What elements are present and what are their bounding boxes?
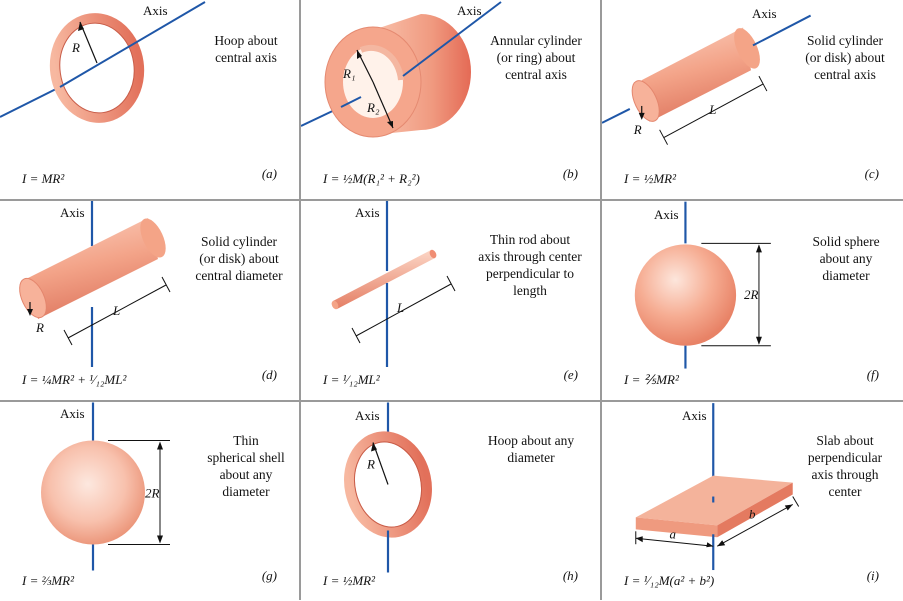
annular-cylinder-figure: R₁ R₂	[301, 1, 502, 138]
depth-b-label: b	[749, 506, 756, 521]
shape-caption: Solid cylinder (or disk) about central a…	[805, 33, 885, 82]
hoop-shape	[344, 431, 432, 538]
length-label: L	[708, 102, 716, 117]
slab-side	[717, 482, 793, 538]
width-a-label: a	[670, 526, 676, 541]
panel-tag: (f)	[866, 367, 879, 382]
axis-label: Axis	[654, 207, 679, 222]
inner-radius-label: R₁	[342, 66, 355, 81]
inertia-formula: I = ¼MR² + ¹⁄₁₂ML²	[22, 372, 127, 387]
divider-v1	[299, 0, 301, 600]
inertia-formula: I = ¹⁄₁₂M(a² + b²)	[624, 573, 715, 588]
solid-sphere-figure: 2R	[634, 201, 771, 369]
thin-rod-figure: L	[331, 201, 456, 367]
length-label: L	[112, 303, 120, 318]
shape-caption: Annular cylinder (or ring) about central…	[490, 33, 582, 82]
solid-cylinder-central-diameter-figure: R L	[19, 201, 171, 367]
panel-tag: (d)	[261, 367, 277, 382]
inertia-formula: I = ¹⁄₁₂ML²	[323, 372, 380, 387]
length-label: L	[396, 300, 404, 315]
inertia-formula: I = ½MR²	[323, 573, 376, 588]
axis-label: Axis	[143, 3, 168, 18]
slab-front	[635, 517, 718, 538]
panel-tag: (c)	[864, 166, 879, 181]
panel-d: R L Axis Solid cylinder (or disk) about …	[0, 201, 299, 400]
inertia-formula: I = ½MR²	[624, 171, 677, 186]
inertia-formula: I = ⅖MR²	[624, 372, 679, 387]
panel-g: 2R Axis Thin spherical shell about any d…	[0, 402, 299, 601]
diameter-label: 2R	[744, 287, 758, 302]
axis-label: Axis	[682, 408, 707, 423]
shape-caption: Solid sphere about any diameter	[812, 234, 880, 283]
panel-tag: (g)	[261, 568, 277, 583]
hoop-diameter-figure: R	[344, 402, 432, 573]
solid-cylinder-central-axis-figure: R L	[602, 14, 812, 145]
rotation-axis	[59, 1, 206, 88]
axis-label: Axis	[355, 408, 380, 423]
cylinder-face	[19, 277, 47, 319]
axis-label: Axis	[60, 205, 85, 220]
panel-b: R₁ R₂ Axis Annular cylinder (or ring) ab…	[301, 0, 600, 199]
slab-figure: a b	[635, 403, 800, 571]
diameter-label: 2R	[145, 486, 160, 501]
rod-body	[333, 250, 435, 309]
radius-label: R	[366, 457, 375, 472]
axis-label: Axis	[60, 406, 85, 421]
panel-f: 2R Axis Solid sphere about any diameter …	[602, 201, 901, 400]
shape-caption: Slab about perpendicular axis through ce…	[807, 433, 883, 499]
panel-e: L Axis Thin rod about axis through cente…	[301, 201, 600, 400]
axis-label: Axis	[355, 205, 380, 220]
shape-caption: Hoop about central axis	[214, 33, 278, 65]
cylinder-body	[28, 218, 158, 319]
sphere-body	[634, 244, 737, 346]
divider-h1	[0, 199, 903, 201]
divider-v2	[600, 0, 602, 600]
divider-h2	[0, 400, 903, 402]
radius-label: R	[633, 122, 642, 137]
radius-label: R	[35, 320, 44, 335]
rotation-axis	[402, 1, 502, 77]
shape-caption: Thin rod about axis through center perpe…	[478, 232, 582, 298]
hoop-shape	[49, 13, 145, 123]
spherical-shell-figure: 2R	[41, 402, 170, 571]
inertia-formula: I = ½M(R₁² + R₂²)	[323, 171, 420, 186]
panel-i: a b Axis Slab about perpendicular axis t…	[602, 402, 901, 601]
inertia-formula: I = MR²	[22, 171, 65, 186]
hoop-central-axis-figure: R	[0, 1, 206, 123]
rotation-axis	[752, 14, 812, 47]
panel-tag: (b)	[562, 166, 578, 181]
panel-tag: (i)	[866, 568, 879, 583]
inertia-formula: I = ⅔MR²	[22, 573, 75, 588]
panel-c: R L Axis Solid cylinder (or disk) about …	[602, 0, 901, 199]
panel-a: R Axis Hoop about central axis I = MR² (…	[0, 0, 299, 199]
cylinder-body	[641, 27, 752, 122]
shell-body	[41, 440, 145, 545]
shape-caption: Thin spherical shell about any diameter	[207, 433, 285, 499]
panel-tag: (h)	[562, 568, 578, 583]
panel-h: R Axis Hoop about any diameter I = ½MR² …	[301, 402, 600, 601]
radius-label: R	[71, 40, 80, 55]
panel-tag: (e)	[563, 367, 578, 382]
axis-label: Axis	[752, 6, 777, 21]
cylinder-face	[631, 80, 660, 122]
shape-caption: Solid cylinder (or disk) about central d…	[195, 234, 283, 283]
shape-caption: Hoop about any diameter	[487, 433, 575, 465]
axis-label: Axis	[457, 3, 482, 18]
panel-tag: (a)	[261, 166, 277, 181]
outer-radius-label: R₂	[366, 100, 380, 115]
